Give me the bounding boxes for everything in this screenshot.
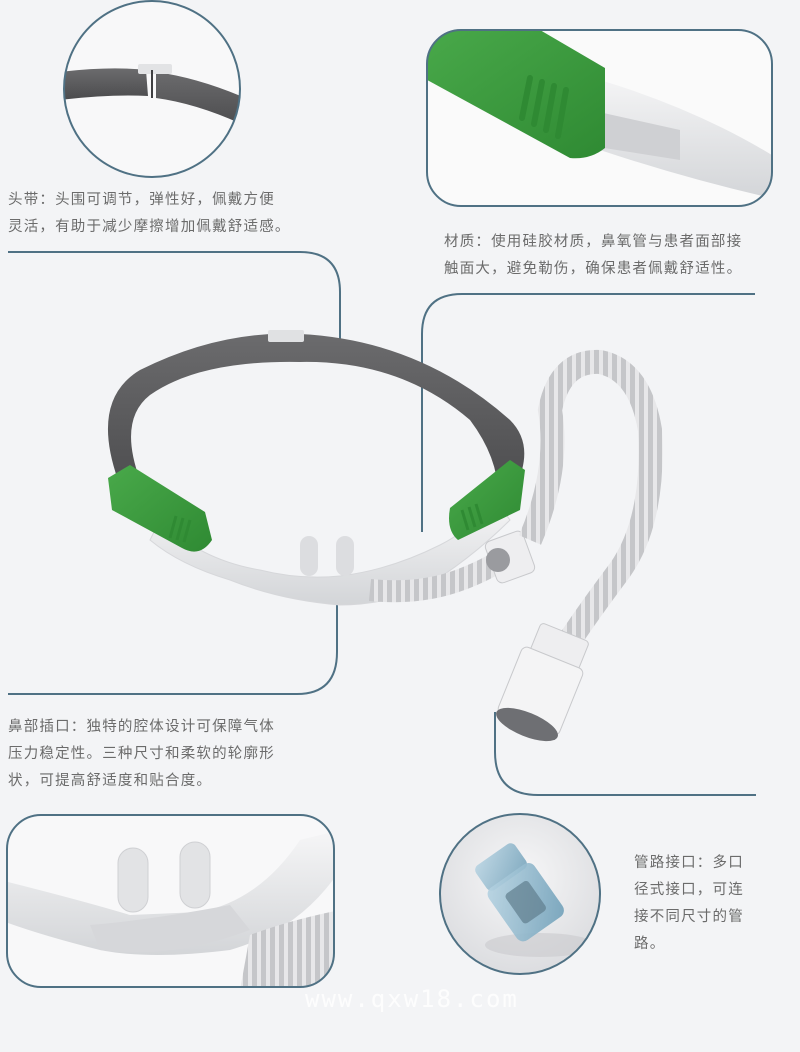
material-detail-frame (426, 29, 773, 207)
watermark: www.qxw18.com (305, 985, 519, 1013)
nasal-cannula-product (107, 330, 663, 742)
caption-line: 接不同尺寸的管 (634, 909, 744, 925)
headband-caption: 头带：头围可调节，弹性好，佩戴方便 灵活，有助于减少摩擦增加佩戴舒适感。 (8, 187, 318, 241)
caption-line: 压力稳定性。三种尺寸和柔软的轮廓形 (8, 746, 275, 762)
material-caption: 材质：使用硅胶材质，鼻氧管与患者面部接 触面大，避免勒伤，确保患者佩戴舒适性。 (444, 229, 794, 283)
caption-line: 灵活，有助于减少摩擦增加佩戴舒适感。 (8, 219, 291, 235)
headband-detail-circle (63, 0, 241, 178)
caption-line: 径式接口，可连 (634, 882, 744, 898)
connector-detail-circle (439, 813, 601, 975)
headband-callout-line (8, 251, 341, 340)
nasal-callout-line (8, 580, 338, 695)
caption-line: 头带：头围可调节，弹性好，佩戴方便 (8, 192, 275, 208)
caption-line: 触面大，避免勒伤，确保患者佩戴舒适性。 (444, 261, 743, 277)
nasal-prong-detail-frame (6, 814, 335, 988)
connector-callout-line (494, 712, 756, 796)
material-callout-line (421, 293, 755, 532)
tube-connector-caption: 管路接口：多口 径式接口，可连 接不同尺寸的管 路。 (634, 850, 794, 958)
caption-line: 管路接口：多口 (634, 855, 744, 871)
nasal-prong-caption: 鼻部插口：独特的腔体设计可保障气体 压力稳定性。三种尺寸和柔软的轮廓形 状，可提… (8, 714, 318, 795)
caption-line: 路。 (634, 936, 666, 952)
caption-line: 状，可提高舒适度和贴合度。 (8, 773, 213, 789)
caption-line: 鼻部插口：独特的腔体设计可保障气体 (8, 719, 275, 735)
caption-line: 材质：使用硅胶材质，鼻氧管与患者面部接 (444, 234, 743, 250)
